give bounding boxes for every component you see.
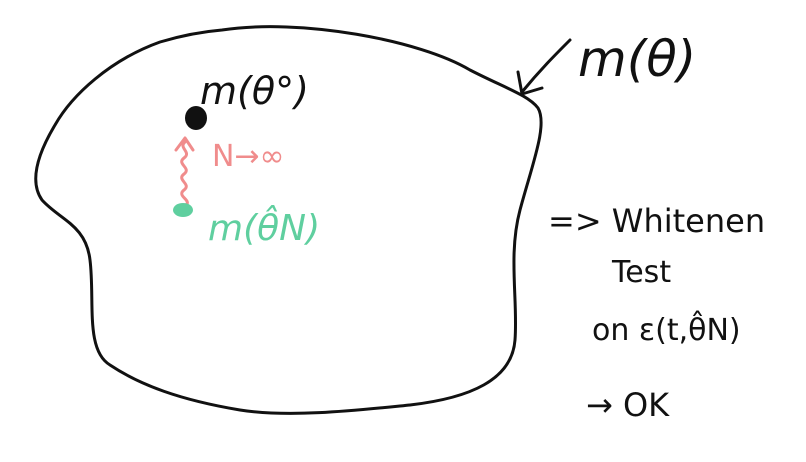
- estimated-model-dot: [173, 203, 193, 217]
- note-line-3: on ε(t,θ̂N): [592, 310, 741, 348]
- true-model-label: m(θ°): [200, 69, 309, 113]
- estimated-model-label: m(θ̂N): [208, 204, 320, 249]
- note-line-1: => Whitenen: [548, 202, 765, 240]
- note-line-2: Test: [611, 255, 671, 290]
- convergence-squiggle: [180, 140, 189, 207]
- pointer-arrow-head: [516, 70, 544, 96]
- pointer-arrow-shaft: [520, 38, 572, 94]
- model-set-label: m(θ): [578, 30, 696, 88]
- limit-label: N→∞: [212, 139, 285, 174]
- true-model-dot: [185, 106, 207, 130]
- note-line-4: → OK: [586, 386, 670, 424]
- model-set-blob: [34, 25, 543, 415]
- convergence-arrow-head: [174, 136, 195, 152]
